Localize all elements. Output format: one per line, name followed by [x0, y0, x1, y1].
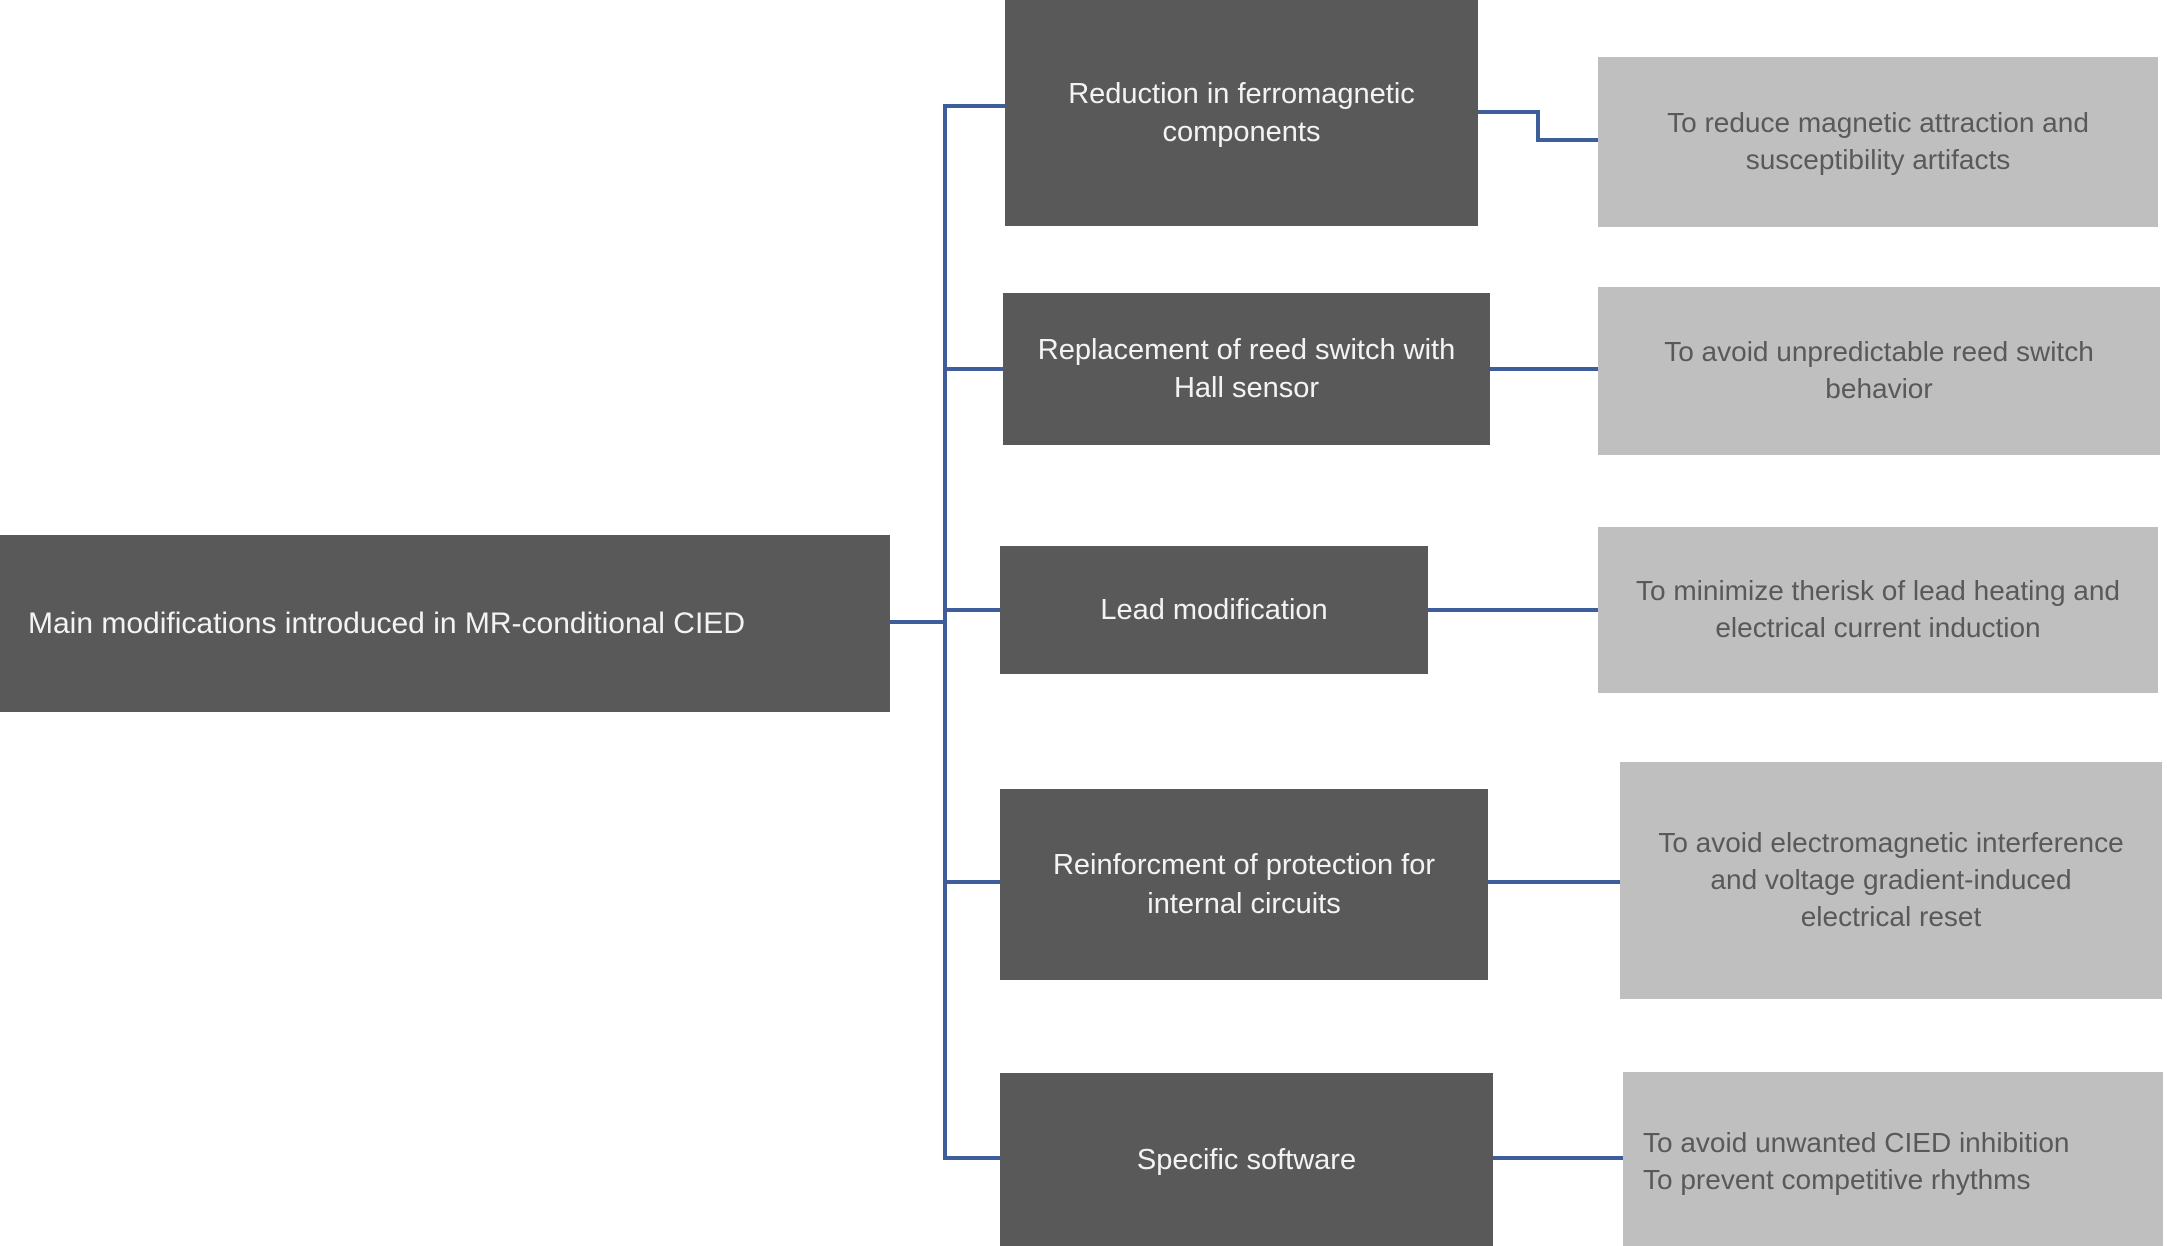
trunk-line	[943, 104, 947, 1160]
purpose-connector-1-seg-b	[1536, 110, 1540, 142]
purpose-connector-5	[1493, 1156, 1623, 1160]
root-node: Main modifications introduced in MR-cond…	[0, 535, 890, 712]
modification-node-1: Reduction in ferromagnetic components	[1005, 0, 1478, 226]
modification-node-4-label: Reinforcment of protection for internal …	[1052, 849, 1435, 920]
purpose-connector-3	[1428, 608, 1598, 612]
branch-line-4	[943, 880, 1000, 884]
branch-line-5	[943, 1156, 1000, 1160]
purpose-node-5-label: To avoid unwanted CIED inhibition To pre…	[1643, 1127, 2070, 1195]
root-connector-line	[888, 620, 943, 624]
purpose-connector-1-seg-c	[1536, 138, 1598, 142]
purpose-node-3-label: To minimize therisk of lead heating and …	[1635, 575, 2121, 643]
branch-line-3	[943, 608, 1000, 612]
modification-node-4: Reinforcment of protection for internal …	[1000, 789, 1488, 980]
purpose-node-4: To avoid electromagnetic interference an…	[1620, 762, 2162, 999]
purpose-node-1: To reduce magnetic attraction and suscep…	[1598, 57, 2158, 227]
modification-node-3-label: Lead modification	[1100, 593, 1328, 626]
purpose-node-2: To avoid unpredictable reed switch behav…	[1598, 287, 2160, 455]
purpose-connector-2	[1490, 367, 1598, 371]
purpose-node-4-label: To avoid electromagnetic interference an…	[1658, 827, 2124, 932]
purpose-node-3: To minimize therisk of lead heating and …	[1598, 527, 2158, 693]
purpose-connector-1-seg-a	[1478, 110, 1540, 114]
branch-line-1	[943, 104, 1005, 108]
modification-node-3: Lead modification	[1000, 546, 1428, 674]
modification-node-5: Specific software	[1000, 1073, 1493, 1246]
branch-line-2	[943, 367, 1003, 371]
purpose-connector-4	[1488, 880, 1620, 884]
modification-node-2: Replacement of reed switch with Hall sen…	[1003, 293, 1490, 445]
modification-node-5-label: Specific software	[1136, 1144, 1357, 1177]
modification-node-1-label: Reduction in ferromagnetic components	[1068, 77, 1415, 148]
modification-node-2-label: Replacement of reed switch with Hall sen…	[1037, 333, 1456, 404]
purpose-node-5: To avoid unwanted CIED inhibition To pre…	[1623, 1072, 2163, 1246]
root-node-label: Main modifications introduced in MR-cond…	[28, 606, 745, 640]
purpose-node-2-label: To avoid unpredictable reed switch behav…	[1664, 336, 2094, 404]
purpose-node-1-label: To reduce magnetic attraction and suscep…	[1667, 107, 2089, 175]
